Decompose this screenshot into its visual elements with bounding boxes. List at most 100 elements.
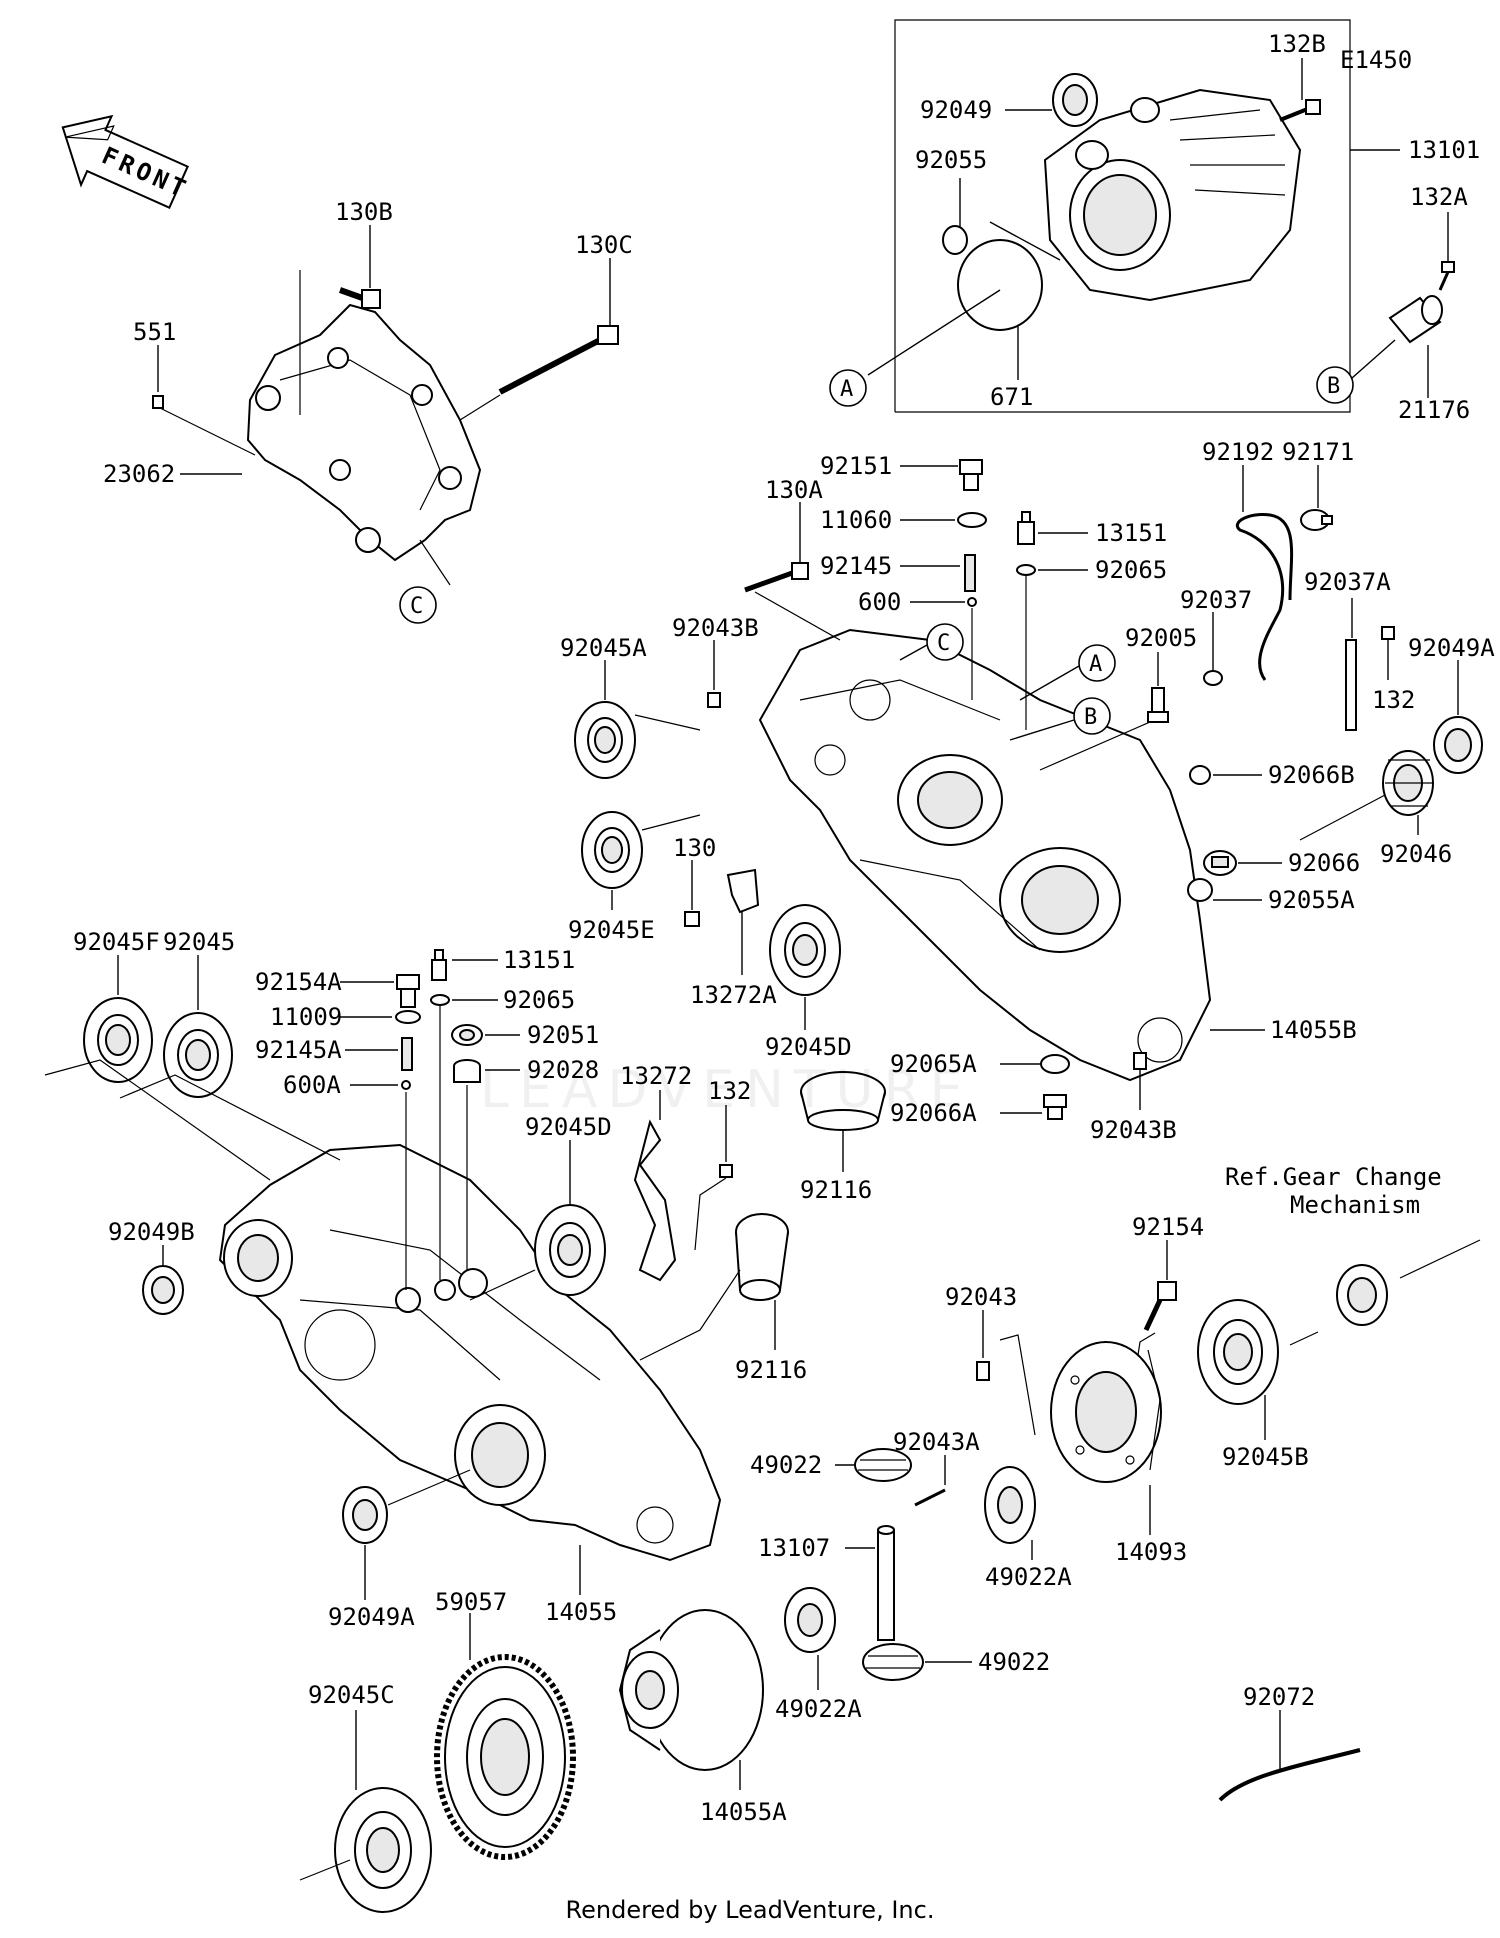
oil-seal-92049 [1052,73,1098,127]
label-49022A-right: 49022A [985,1563,1072,1591]
callout-a: A [829,369,867,407]
bearing-92045B [1197,1299,1279,1405]
needle-bearing-92046 [1382,750,1434,816]
nipple-92005 [1147,687,1169,723]
svg-text:B: B [1327,374,1340,399]
label-92028: 92028 [527,1056,599,1084]
seal-92051 [451,1024,483,1046]
label-21176: 21176 [1398,396,1470,424]
washer-11009 [395,1010,421,1024]
label-92066B: 92066B [1268,761,1355,789]
label-92045E: 92045E [568,916,655,944]
label-130: 130 [673,834,716,862]
ball-600 [967,597,977,607]
label-92192: 92192 [1202,438,1274,466]
differential-housing-14093 [1050,1341,1162,1483]
oil-seal-92049A-top [1433,716,1483,774]
label-92043B-top: 92043B [672,614,759,642]
label-13151-bot: 13151 [503,946,575,974]
ball-600A [401,1080,411,1090]
oil-seal-92049A-bot [342,1486,388,1544]
plug-92066A [1043,1094,1067,1120]
collar-92116-top [800,1071,886,1131]
plate-13272A [726,868,760,914]
label-49022A-left: 49022A [775,1695,862,1723]
bevel-gear-49022A-left [784,1587,836,1653]
label-92116-mid: 92116 [735,1356,807,1384]
ref-note-line2: Mechanism [1290,1191,1420,1219]
svg-text:A: A [840,377,853,402]
label-132-mid: 132 [708,1077,751,1105]
label-92145A: 92145A [255,1036,342,1064]
svg-text:B: B [1084,705,1097,730]
washer-11060 [957,512,987,528]
bearing-92045D-mid [534,1204,606,1296]
label-92045: 92045 [163,928,235,956]
label-14055B: 14055B [1270,1016,1357,1044]
hose-92192 [1236,512,1294,681]
label-130B: 130B [335,198,393,226]
spring-92145 [964,554,976,592]
label-132-top: 132 [1372,686,1415,714]
shaft-13107 [877,1525,895,1641]
o-ring-671 [957,239,1043,331]
label-92065-top: 92065 [1095,556,1167,584]
label-92037A: 92037A [1304,568,1391,596]
bolt-92154A [396,974,420,1008]
label-13272: 13272 [620,1062,692,1090]
diagram-code: E1450 [1340,46,1412,74]
label-92037: 92037 [1180,586,1252,614]
bearing-92045D-top [769,904,841,996]
screw-132A [1438,261,1455,291]
switch-13151-bot [431,949,447,981]
label-92043: 92043 [945,1283,1017,1311]
label-92066: 92066 [1288,849,1360,877]
bolt-130A [744,562,809,593]
strap-92037A [1345,639,1357,731]
gear-change-hub [1336,1264,1388,1326]
label-92045F: 92045F [73,928,160,956]
label-92043A: 92043A [893,1428,980,1456]
label-13151-top: 13151 [1095,519,1167,547]
label-92065-bot: 92065 [503,986,575,1014]
label-92154A: 92154A [255,968,342,996]
label-13101: 13101 [1408,136,1480,164]
label-92151: 92151 [820,452,892,480]
label-92049B: 92049B [108,1218,195,1246]
label-92049: 92049 [920,96,992,124]
o-ring-92066B [1189,765,1211,785]
bolt-92151 [959,459,983,491]
label-14055: 14055 [545,1598,617,1626]
dowel-92043B-top [707,692,721,708]
bolt-132B [1279,99,1321,122]
o-ring-92055A [1187,878,1213,902]
label-130A: 130A [765,476,823,504]
o-ring-92055 [942,225,968,255]
label-13107: 13107 [758,1534,830,1562]
label-92055A: 92055A [1268,886,1355,914]
label-92049A-bot: 92049A [328,1603,415,1631]
plate-13272 [633,1119,677,1282]
label-92066A: 92066A [890,1099,977,1127]
label-600: 600 [858,588,901,616]
front-arrow-icon: FRONT [61,114,193,210]
cap-92028 [453,1059,481,1083]
washer-92065A [1040,1054,1070,1074]
switch-13151 [1017,511,1035,545]
bearing-92045E [581,811,643,889]
label-92051: 92051 [527,1021,599,1049]
sensor-21176 [1388,295,1443,344]
watermark: LEADVENTURE [480,1060,973,1120]
label-671: 671 [990,383,1033,411]
label-551: 551 [133,318,176,346]
bearing-92045 [163,1012,233,1098]
cable-tie-92072 [1218,1748,1361,1802]
collar-92116-mid [735,1213,789,1301]
label-132A: 132A [1410,183,1468,211]
bolt-130B [338,287,381,309]
label-92055: 92055 [915,146,987,174]
bolt-132-mid [719,1164,733,1178]
label-92116-top: 92116 [800,1176,872,1204]
bolt-130C [498,325,619,395]
